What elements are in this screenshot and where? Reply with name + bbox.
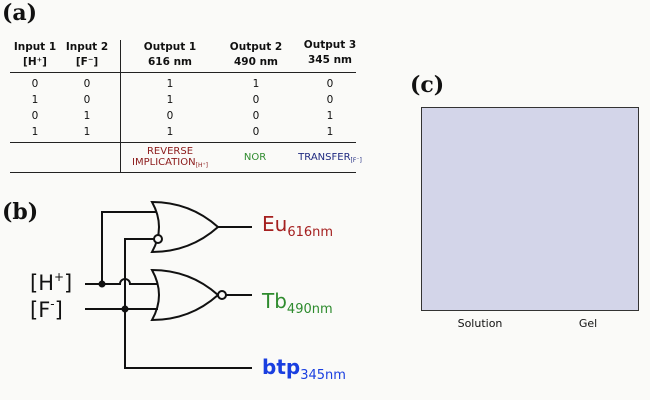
table-cell: 0 <box>252 126 260 138</box>
output-btp-label: btp345nm <box>262 355 346 383</box>
h-to-or-wire <box>101 211 156 284</box>
junction-f <box>121 305 129 313</box>
output-eu-label: Eu616nm <box>262 212 334 240</box>
junction-h <box>98 280 106 288</box>
table-cell: 1 <box>252 78 260 90</box>
f-to-btp-wire <box>124 309 252 369</box>
table-cell: 0 <box>252 110 260 122</box>
input-h-label: [H+] <box>30 270 73 295</box>
table-cell: 1 <box>83 126 91 138</box>
header-rule <box>10 72 356 73</box>
header-output-3: Output 3 345 nm <box>303 39 357 66</box>
table-cell: 0 <box>166 110 174 122</box>
header-output-1: Output 1 616 nm <box>143 41 197 68</box>
table-cell: 1 <box>166 78 174 90</box>
table-cell: 1 <box>83 110 91 122</box>
table-cell: 0 <box>326 78 334 90</box>
input-f-label: [F-] <box>30 297 63 322</box>
table-cell: 1 <box>326 126 334 138</box>
f-to-or-wire <box>124 238 154 309</box>
table-cell: 0 <box>326 94 334 106</box>
inverter-bubble <box>153 234 163 244</box>
table-cell: 0 <box>83 94 91 106</box>
panel-label-a: (a) <box>2 0 38 26</box>
header-output-2: Output 2 490 nm <box>229 41 283 68</box>
nor-gate <box>150 268 220 322</box>
table-cell: 1 <box>326 110 334 122</box>
table-cell: 0 <box>31 78 39 90</box>
table-cell: 1 <box>166 94 174 106</box>
logic-circuit <box>85 200 252 369</box>
gate-rule <box>10 142 356 143</box>
label-gel: Gel <box>578 317 598 330</box>
gate-reverse-implication: REVERSE IMPLICATION[H⁺] <box>132 146 208 169</box>
table-cell: 0 <box>31 110 39 122</box>
table-cell: 1 <box>166 126 174 138</box>
table-cell: 1 <box>31 126 39 138</box>
gate-transfer: TRANSFER[F⁻] <box>298 152 362 164</box>
header-input-2: Input 2 [F⁻] <box>65 41 109 68</box>
gate-nor: NOR <box>243 152 267 163</box>
output-tb-label: Tb490nm <box>262 289 333 317</box>
table-cell: 0 <box>83 78 91 90</box>
sample-image-panel <box>421 107 639 311</box>
input-output-divider <box>120 40 121 172</box>
bottom-rule <box>10 172 356 173</box>
h-input-wire <box>85 278 158 285</box>
header-input-1: Input 1 [H⁺] <box>13 41 57 68</box>
label-solution: Solution <box>457 317 503 330</box>
panel-label-b: (b) <box>2 199 39 225</box>
table-cell: 0 <box>252 94 260 106</box>
panel-label-c: (c) <box>410 72 445 98</box>
table-cell: 1 <box>31 94 39 106</box>
or-gate <box>150 200 220 254</box>
nor-bubble <box>217 290 227 300</box>
